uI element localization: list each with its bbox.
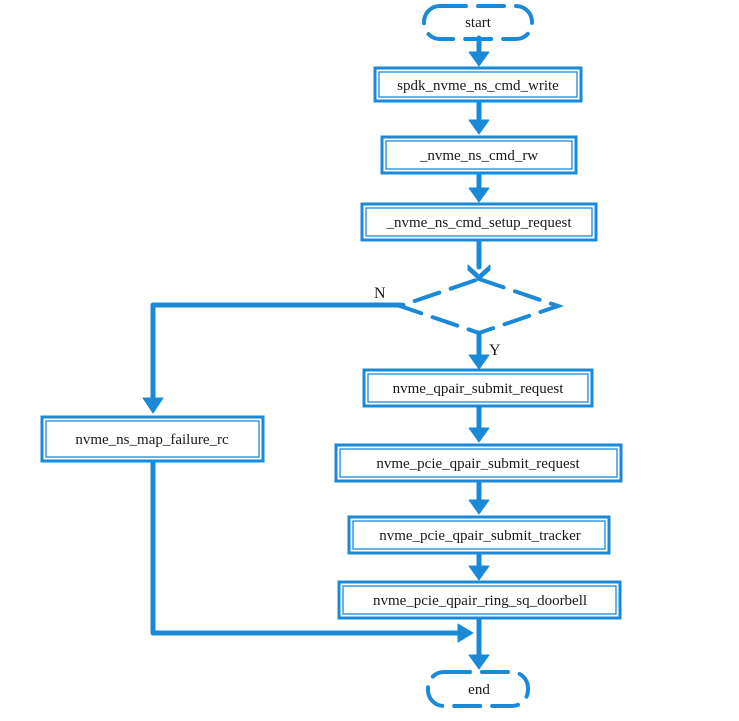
decision-shape xyxy=(393,276,565,336)
process-label: nvme_pcie_qpair_submit_tracker xyxy=(379,528,581,544)
edge-label-yes: Y xyxy=(489,342,501,359)
process-box-map-failure: nvme_ns_map_failure_rc xyxy=(40,415,265,463)
process-box-write: spdk_nvme_ns_cmd_write xyxy=(373,66,583,103)
arrowhead-icon xyxy=(468,187,490,203)
connector-decision-no xyxy=(150,302,404,401)
process-label: nvme_ns_map_failure_rc xyxy=(75,432,229,448)
arrowhead-icon xyxy=(468,499,490,515)
process-label: nvme_pcie_qpair_ring_sq_doorbell xyxy=(373,593,587,609)
process-label: nvme_pcie_qpair_submit_request xyxy=(376,456,580,472)
end-shape xyxy=(426,670,530,708)
process-label: _nvme_ns_cmd_setup_request xyxy=(386,215,573,231)
arrowhead-icon xyxy=(468,427,490,443)
process-box-submit-request: nvme_qpair_submit_request xyxy=(362,368,594,408)
process-label: spdk_nvme_ns_cmd_write xyxy=(397,78,559,94)
arrowhead-icon xyxy=(468,119,490,135)
process-label: nvme_qpair_submit_request xyxy=(393,381,565,397)
process-box-pcie-submit-request: nvme_pcie_qpair_submit_request xyxy=(334,443,623,483)
edge-label-no: N xyxy=(374,285,386,302)
arrowhead-icon xyxy=(142,397,164,414)
decision-req-not-null xyxy=(393,276,565,336)
connectors xyxy=(150,35,482,661)
process-label: _nvme_ns_cmd_rw xyxy=(419,148,538,164)
process-box-rw: _nvme_ns_cmd_rw xyxy=(380,135,578,175)
connector-failure-to-end xyxy=(150,458,461,636)
arrowhead-icon xyxy=(468,51,490,67)
process-box-ring-doorbell: nvme_pcie_qpair_ring_sq_doorbell xyxy=(337,580,622,620)
arrowhead-icon xyxy=(468,654,490,670)
arrowheads xyxy=(142,51,491,670)
end-label: end xyxy=(468,682,490,698)
process-box-submit-tracker: nvme_pcie_qpair_submit_tracker xyxy=(347,515,611,555)
start-terminator: start xyxy=(422,4,534,41)
end-terminator: end xyxy=(426,670,530,708)
arrowhead-icon xyxy=(457,623,474,643)
start-shape xyxy=(422,4,534,41)
start-label: start xyxy=(465,15,492,31)
arrowhead-icon xyxy=(468,354,490,370)
arrowhead-icon xyxy=(468,565,490,581)
process-box-setup: _nvme_ns_cmd_setup_request xyxy=(360,202,598,242)
